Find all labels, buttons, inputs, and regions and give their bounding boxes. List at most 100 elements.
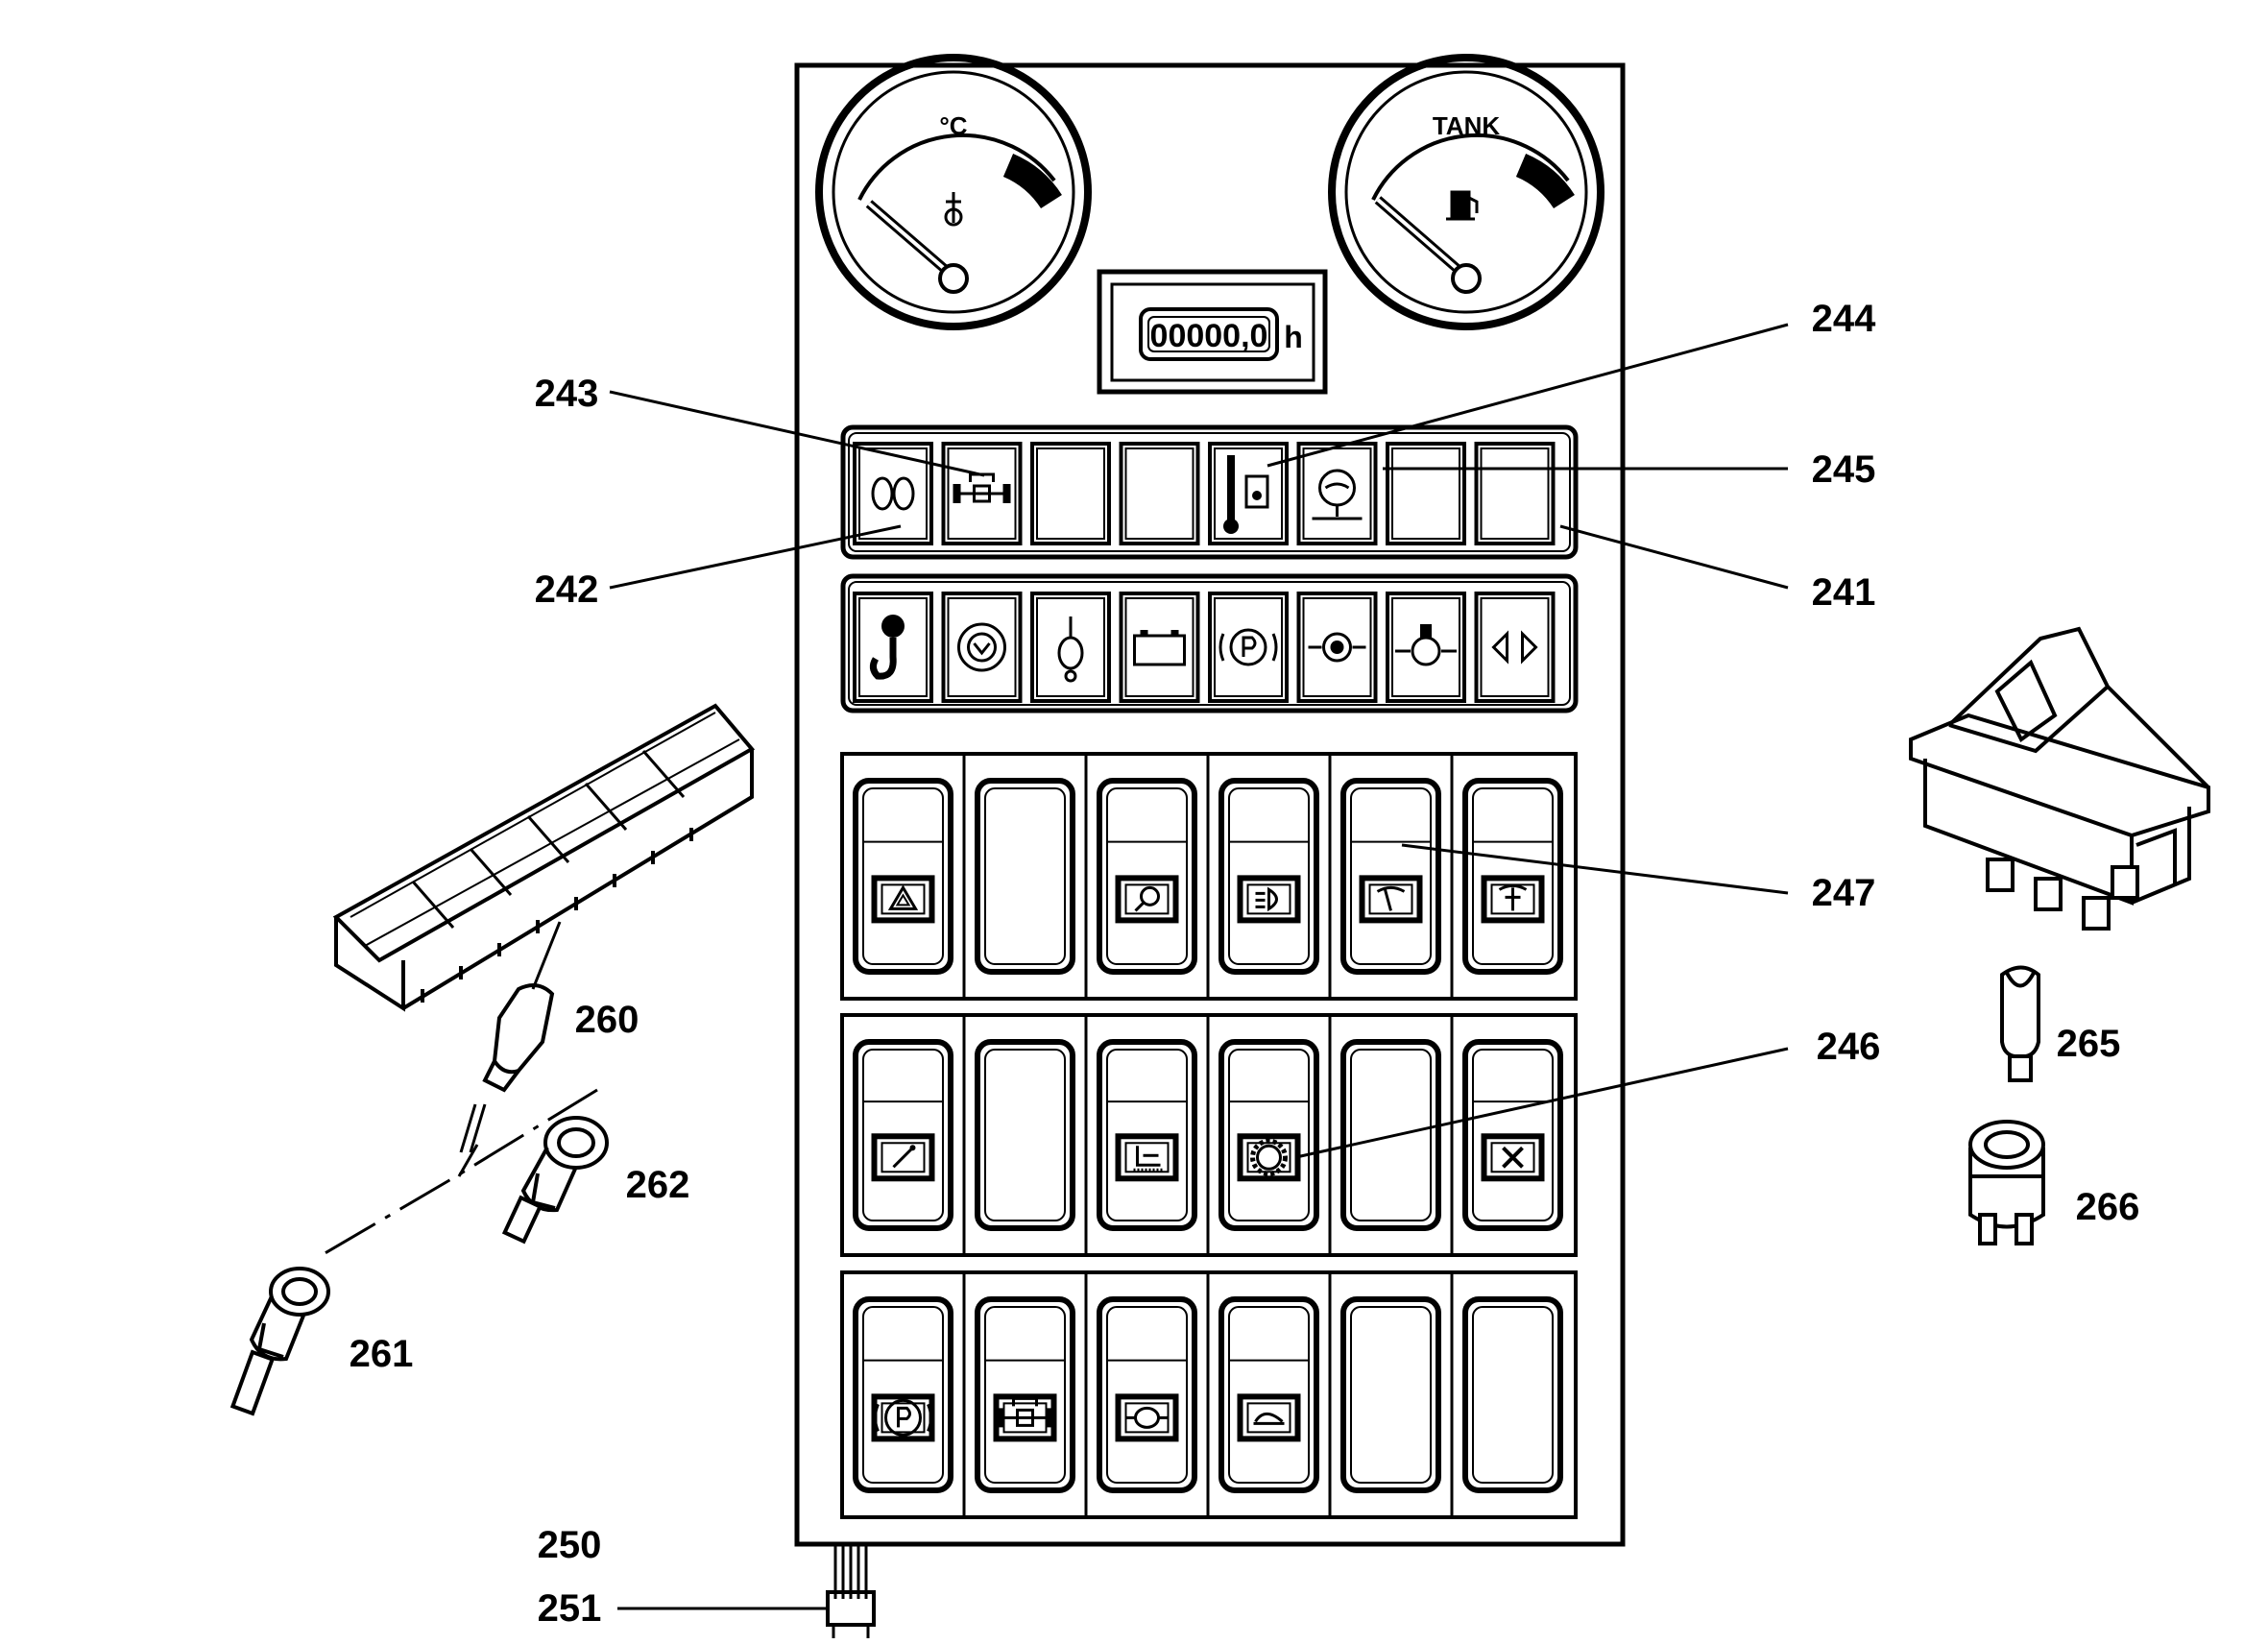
callout-242: 242 <box>535 568 599 611</box>
instrument-panel <box>794 62 1626 1547</box>
warning-light-1-1 <box>853 442 933 545</box>
rocker-switch-1-5[interactable] <box>1328 754 1441 999</box>
rocker-switch-3-5[interactable] <box>1328 1272 1441 1517</box>
rocker-switch-1-6[interactable] <box>1450 754 1563 999</box>
hour-meter-unit: h <box>1284 320 1303 354</box>
callout-266: 266 <box>2076 1186 2140 1228</box>
horn-icon <box>1253 1412 1285 1425</box>
bulb-265 <box>2000 965 2040 1082</box>
rocker-switch-row-2 <box>840 1013 1578 1257</box>
rocker-switch-row-3 <box>840 1270 1578 1519</box>
bulb-260 <box>459 921 562 1153</box>
rocker-switch-1-2[interactable] <box>962 754 1075 999</box>
assembly-line <box>316 1088 598 1260</box>
callout-261: 261 <box>350 1333 414 1375</box>
rocker-switch-1-3[interactable] <box>1084 754 1197 999</box>
wire-harness <box>826 1544 876 1638</box>
thermometer-icon <box>1223 455 1269 534</box>
rocker-switch-3-3[interactable] <box>1084 1272 1197 1517</box>
callout-245: 245 <box>1812 448 1876 491</box>
callout-262: 262 <box>626 1164 690 1206</box>
air-filter-icon <box>957 622 1006 672</box>
callout-250: 250 <box>538 1524 602 1566</box>
callout-251: 251 <box>538 1587 602 1630</box>
rocker-switch-2-2[interactable] <box>962 1015 1075 1255</box>
callout-labels: 241 242 243 244 245 246 247 250 251 260 … <box>350 298 2140 1630</box>
rocker-switch-3-1[interactable] <box>853 1296 953 1493</box>
headlight-icon <box>1255 886 1278 912</box>
bulb-holder-266 <box>1968 1120 2045 1245</box>
led-bar-exploded <box>332 703 756 1012</box>
turn-signal-icon <box>1491 630 1538 665</box>
warning-light-bar-1 <box>840 424 1579 560</box>
hazard-icon <box>887 884 919 910</box>
warning-light-1-4 <box>1119 442 1200 545</box>
gear-icon <box>1250 1138 1288 1176</box>
rocker-switch-panel <box>840 752 1578 1519</box>
oil-pressure-icon <box>1057 616 1084 683</box>
warning-light-1-6 <box>1296 442 1378 545</box>
warning-light-2-7 <box>1386 592 1466 703</box>
warning-light-1-7 <box>1386 442 1466 545</box>
rocker-switch-2-6[interactable] <box>1450 1015 1563 1255</box>
warning-light-1-2 <box>941 442 1023 545</box>
warning-light-1-5 <box>1208 442 1289 545</box>
rocker-switch-1-1[interactable] <box>853 778 953 975</box>
rocker-switch-row-1 <box>840 752 1578 1001</box>
callout-244: 244 <box>1812 298 1876 340</box>
callout-260: 260 <box>575 999 639 1041</box>
leader-lines <box>609 323 1789 1610</box>
rocker-switch-2-1[interactable] <box>853 1039 953 1231</box>
callout-265: 265 <box>2057 1023 2121 1065</box>
temperature-gauge-label: °C <box>939 111 967 140</box>
hour-meter <box>1097 269 1328 395</box>
rocker-switch-3-6[interactable] <box>1450 1272 1563 1517</box>
crane-hook-icon <box>869 615 905 680</box>
warning-light-bar-2 <box>840 573 1579 713</box>
warning-light-1-3 <box>1030 442 1111 545</box>
parking-brake-icon <box>1218 628 1278 666</box>
fan-icon <box>1502 1146 1524 1169</box>
fuel-gauge <box>1328 54 1604 330</box>
rocker-switch-3-2[interactable] <box>962 1272 1075 1517</box>
warning-light-2-2 <box>941 592 1023 703</box>
callout-247: 247 <box>1812 872 1876 914</box>
warning-light-1-8 <box>1474 442 1556 545</box>
brake-fluid-icon <box>1308 632 1366 663</box>
rocker-switch-2-3[interactable] <box>1084 1015 1197 1255</box>
warning-light-2-3 <box>1030 592 1111 703</box>
rocker-switch-1-4[interactable] <box>1206 754 1319 999</box>
warning-light-row-1 <box>853 442 1556 545</box>
coolant-temp-icon <box>944 192 963 227</box>
warning-light-2-4 <box>1119 592 1200 703</box>
lever-icon <box>892 1145 916 1169</box>
battery-icon <box>1133 630 1186 666</box>
warning-light-2-5 <box>1208 592 1289 703</box>
bulb-holder-262 <box>501 1116 609 1245</box>
rocker-switch-3-4[interactable] <box>1206 1272 1319 1517</box>
callout-241: 241 <box>1812 571 1876 614</box>
wiper-icon <box>1376 885 1406 911</box>
fuel-pump-icon <box>1446 190 1479 221</box>
seat-icon <box>1133 1146 1163 1172</box>
hour-meter-value: 00000,0 <box>1150 318 1268 354</box>
engine-oil-icon <box>1395 624 1457 666</box>
temperature-gauge <box>815 54 1092 330</box>
rocker-switch-exploded <box>1909 626 2210 931</box>
work-light-icon <box>1134 885 1160 912</box>
warning-light-row-2 <box>853 592 1556 703</box>
bulb-holder-261 <box>229 1267 330 1416</box>
parking-brake-icon <box>874 1398 932 1437</box>
callout-246: 246 <box>1817 1026 1881 1068</box>
washer-icon <box>1498 883 1528 911</box>
warning-light-2-1 <box>853 592 933 703</box>
rocker-switch-2-4[interactable] <box>1206 1015 1319 1255</box>
axle-icon <box>953 472 1011 503</box>
axle-lock-icon <box>996 1396 1054 1428</box>
rocker-switch-2-5[interactable] <box>1328 1015 1441 1255</box>
oil-level-icon <box>1312 469 1363 520</box>
warning-light-2-6 <box>1296 592 1378 703</box>
preheat-coil-icon <box>871 476 915 511</box>
callout-243: 243 <box>535 373 599 415</box>
